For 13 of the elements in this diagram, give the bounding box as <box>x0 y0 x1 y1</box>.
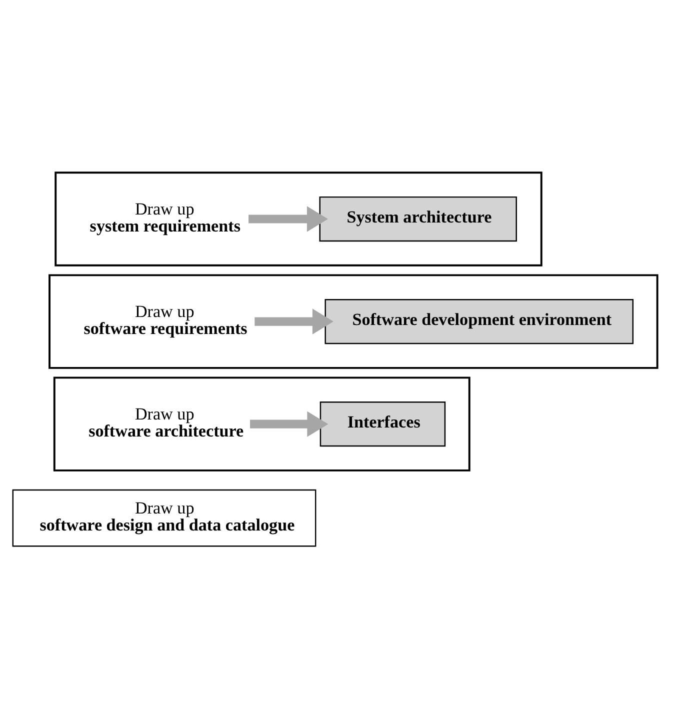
node-box: Draw up software design and data catalogue <box>12 489 316 547</box>
node-text: Draw up software requirements <box>84 302 248 338</box>
cluster <box>48 274 658 369</box>
arrow <box>250 411 328 437</box>
arrow <box>248 206 328 232</box>
node-text: Draw up system requirements <box>90 199 240 236</box>
node-text: Draw up software architecture <box>88 404 244 441</box>
cluster <box>54 172 542 266</box>
node-box: Interfaces <box>320 402 446 447</box>
arrow <box>254 308 334 334</box>
node-box: Software development environment <box>324 298 634 344</box>
node-box: System architecture <box>319 196 517 242</box>
cluster <box>53 376 470 472</box>
